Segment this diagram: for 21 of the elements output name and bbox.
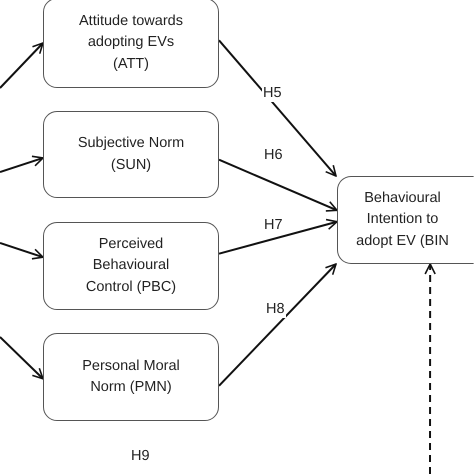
arrow (218, 218, 338, 255)
construct-label: Subjective Norm (SUN) (76, 134, 186, 174)
construct-label: Attitude towards adopting EVs (ATT) (78, 12, 184, 74)
construct-box (43, 222, 219, 310)
arrow (218, 263, 337, 386)
construct-box (43, 0, 219, 88)
construct-label: Behavioural Intention to adopt EV (BIN (355, 189, 450, 250)
arrow (218, 158, 338, 212)
edge-label: H8 (265, 302, 286, 318)
edge-label: H5 (262, 86, 283, 102)
arrow (0, 242, 44, 260)
construct-box (43, 333, 219, 421)
arrow (0, 156, 44, 173)
construct-box (43, 111, 219, 198)
arrow (0, 336, 44, 380)
arrow (0, 42, 44, 89)
construct-box (337, 176, 474, 264)
construct-label: Personal Moral Norm (PMN) (81, 356, 181, 397)
arrow (218, 40, 337, 177)
construct-label: Perceived Behavioural Control (PBC) (84, 235, 178, 296)
dashed-arrow (424, 263, 436, 474)
